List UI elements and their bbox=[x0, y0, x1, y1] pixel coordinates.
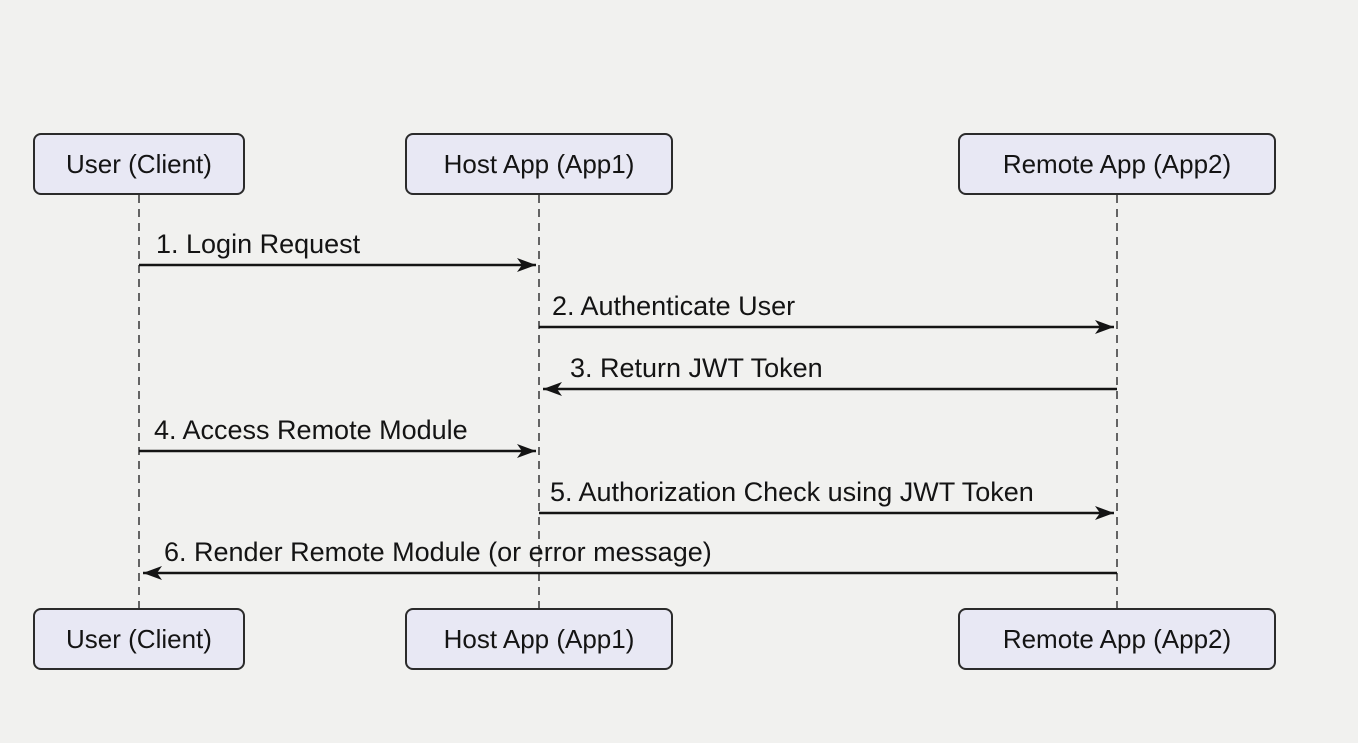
message-label-2: 2. Authenticate User bbox=[552, 291, 796, 321]
message-label-5: 5. Authorization Check using JWT Token bbox=[550, 477, 1034, 507]
actor-box-host-bottom: Host App (App1) bbox=[405, 608, 673, 670]
actor-box-host-top: Host App (App1) bbox=[405, 133, 673, 195]
actor-box-remote-top: Remote App (App2) bbox=[958, 133, 1276, 195]
message-label-3: 3. Return JWT Token bbox=[570, 353, 823, 383]
actor-box-remote-bottom: Remote App (App2) bbox=[958, 608, 1276, 670]
actor-box-user-bottom: User (Client) bbox=[33, 608, 245, 670]
actor-box-user-top: User (Client) bbox=[33, 133, 245, 195]
message-label-4: 4. Access Remote Module bbox=[154, 415, 468, 445]
message-label-6: 6. Render Remote Module (or error messag… bbox=[164, 537, 712, 567]
message-label-1: 1. Login Request bbox=[156, 229, 361, 259]
